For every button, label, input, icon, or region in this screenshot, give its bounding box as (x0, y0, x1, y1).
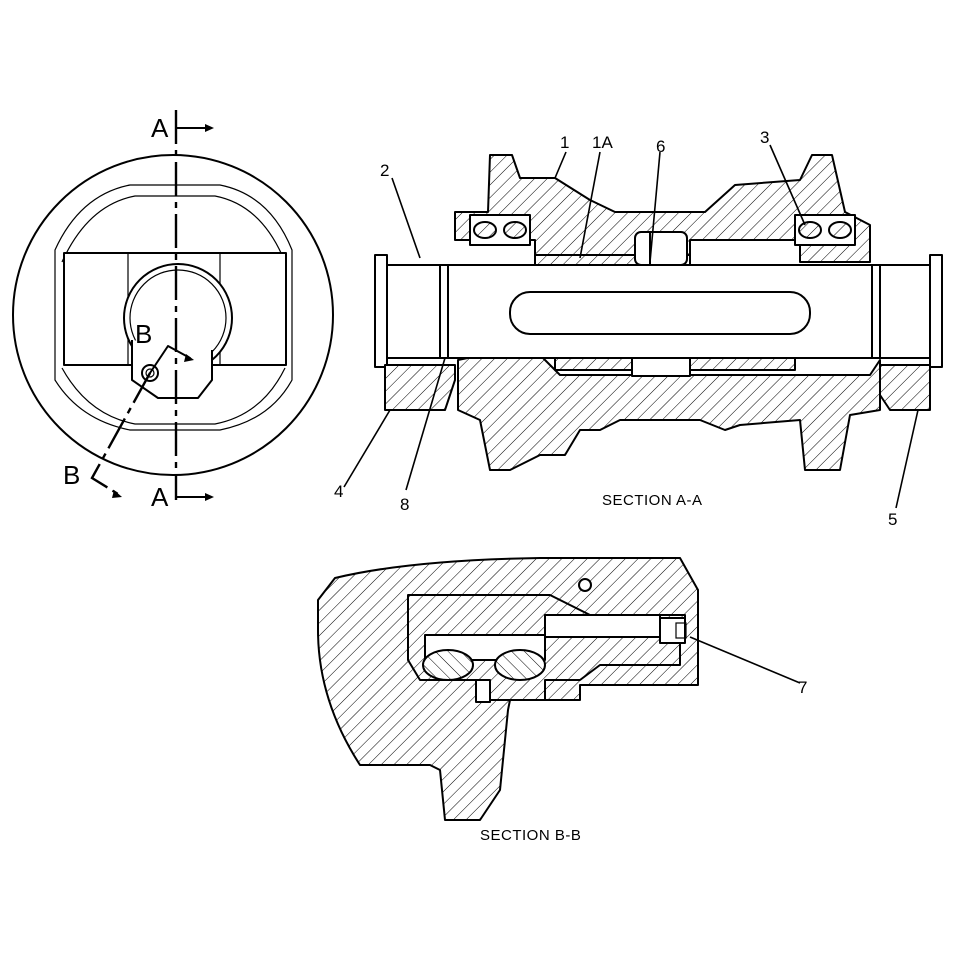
plug-boss (131, 340, 213, 399)
callout-6: 6 (656, 137, 665, 156)
left-pin (439, 264, 449, 359)
shaft-groove (509, 291, 811, 335)
section-b-top-marker: B (135, 319, 152, 349)
callout-5: 5 (888, 510, 897, 529)
roller-outer-circle (12, 154, 334, 476)
left-collar-cap (374, 254, 388, 368)
section-b-cutting-line (90, 372, 152, 496)
plug-bore (544, 614, 661, 638)
plug (659, 617, 686, 644)
roller-shell-lower (457, 344, 881, 471)
end-view: A A B B (12, 110, 334, 512)
left-seal-group (469, 214, 531, 246)
section-a-top-marker: A (151, 113, 169, 143)
callout-7: 7 (798, 678, 807, 697)
callout-1: 1 (560, 133, 569, 152)
callout-8: 8 (400, 495, 409, 514)
callout-4: 4 (334, 482, 343, 501)
right-collar-cap (929, 254, 943, 368)
section-b-bottom-marker: B (63, 460, 80, 490)
callout-2: 2 (380, 161, 389, 180)
section-b-b: 7 SECTION B-B (317, 557, 807, 844)
seal-ring-right (494, 649, 546, 681)
bushing-upper (534, 254, 691, 266)
roller-rim (54, 184, 293, 431)
seal-ring-left (422, 649, 474, 681)
section-a-bottom-marker: A (151, 482, 169, 512)
callout-3: 3 (760, 128, 769, 147)
center-oil-passage (634, 231, 688, 266)
right-seal-group (794, 214, 856, 246)
callout-1a: 1A (592, 133, 613, 152)
right-pin (871, 264, 881, 359)
section-b-b-caption: SECTION B-B (480, 827, 581, 844)
right-collar (879, 364, 931, 411)
section-a-a: 1 1A 6 2 3 4 8 5 SECTION A-A (334, 128, 943, 529)
left-collar (384, 364, 456, 411)
section-a-a-caption: SECTION A-A (602, 492, 703, 509)
